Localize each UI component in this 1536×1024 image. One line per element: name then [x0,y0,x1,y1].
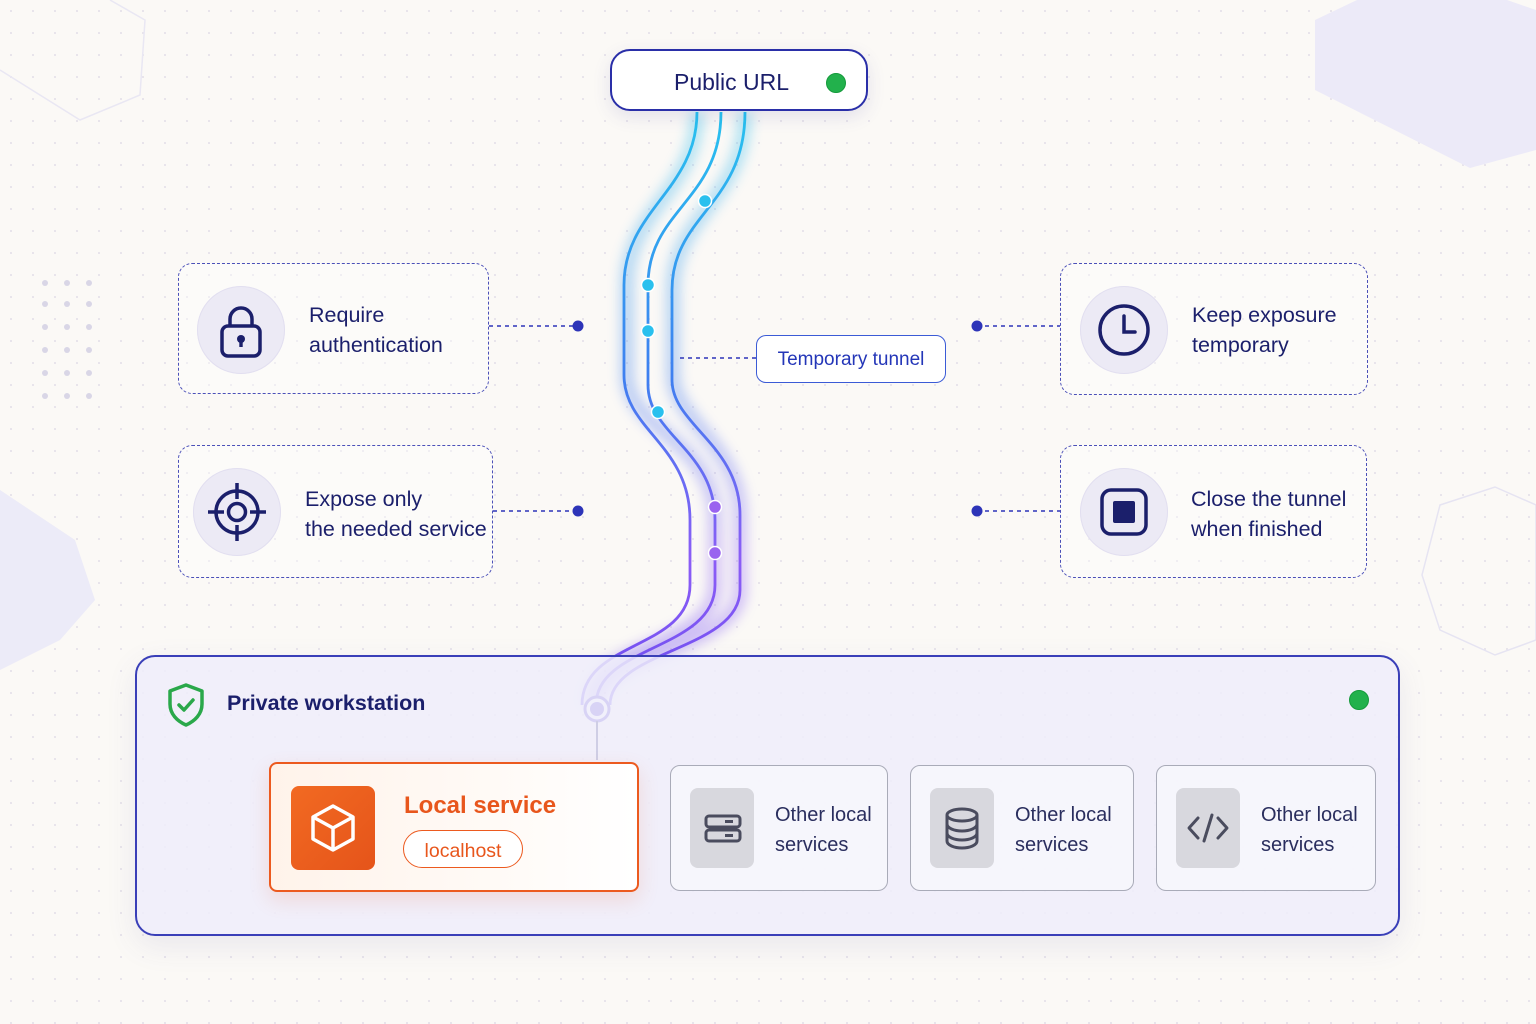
tip-expose-line2: the needed service [305,517,487,541]
cube-icon [291,786,375,870]
tip-expose-line1: Expose only [305,487,423,511]
other-service-card-server: Other local services [670,765,888,891]
server-icon [690,788,754,868]
tip-card-close: Close the tunnel when finished [1060,445,1367,578]
crosshair-icon [193,468,281,556]
tunnel-lines [580,111,747,706]
stop-icon [1080,468,1168,556]
other-service-2-line2: services [1015,834,1089,856]
workstation-status-dot [1349,690,1369,710]
code-icon [1176,788,1240,868]
other-service-1-line1: Other local [775,804,872,826]
other-service-3-line2: services [1261,834,1335,856]
public-url-node: Public URL [610,49,868,111]
tunnel-label-box: Temporary tunnel [756,335,946,383]
tip-temporary-line1: Keep exposure [1192,303,1337,327]
connectors [489,325,1060,512]
tip-close-line1: Close the tunnel [1191,487,1347,511]
tip-temporary-line2: temporary [1192,333,1289,357]
other-service-1-line2: services [775,834,849,856]
other-service-card-code: Other local services [1156,765,1376,891]
public-url-status-dot [826,73,846,93]
lock-icon [197,286,285,374]
other-service-card-database: Other local services [910,765,1134,891]
database-icon [930,788,994,868]
tip-auth-line2: authentication [309,333,443,357]
private-workstation: Private workstation Local service localh… [135,655,1400,936]
tip-card-temporary: Keep exposure temporary [1060,263,1368,395]
other-service-3-line1: Other local [1261,804,1358,826]
local-service-title: Local service [404,792,557,819]
tunnel-glow [583,111,752,707]
public-url-label: Public URL [674,69,790,95]
tip-close-line2: when finished [1191,517,1323,541]
workstation-title: Private workstation [227,691,426,715]
tunnel-label: Temporary tunnel [777,349,925,370]
clock-icon [1080,286,1168,374]
localhost-badge-label: localhost [424,840,502,862]
localhost-badge: localhost [403,830,523,868]
tip-card-expose: Expose only the needed service [178,445,493,578]
tip-auth-line1: Require [309,303,385,327]
other-service-2-line1: Other local [1015,804,1112,826]
local-service-card: Local service localhost [269,762,639,892]
tip-card-auth: Require authentication [178,263,489,394]
tunnel-packets [640,193,723,561]
shield-check-icon [168,683,204,727]
